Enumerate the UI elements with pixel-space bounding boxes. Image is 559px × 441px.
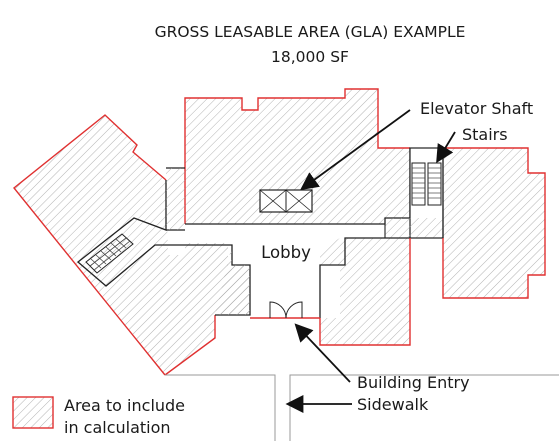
legend-text-line1: Area to include xyxy=(64,396,185,415)
lower-left-area xyxy=(215,245,250,315)
legend-text-line2: in calculation xyxy=(64,418,171,437)
left-wing-gla-outline-bottom xyxy=(164,315,216,376)
diagram-title: GROSS LEASABLE AREA (GLA) EXAMPLE xyxy=(155,23,466,41)
sidewalk-lines xyxy=(165,374,559,441)
entry-doors xyxy=(269,301,303,319)
elevator-shaft-label: Elevator Shaft xyxy=(420,99,533,118)
entry-callout-arrow xyxy=(294,323,351,383)
diagram-subtitle: 18,000 SF xyxy=(271,48,349,66)
legend-swatch xyxy=(12,396,54,429)
lower-right-area xyxy=(320,238,410,345)
corridor-area xyxy=(166,168,185,230)
elevator-callout-arrow xyxy=(300,109,411,191)
stairs-callout-arrow xyxy=(436,131,456,164)
right-stairs xyxy=(411,162,442,206)
lower-right-wall xyxy=(319,237,410,318)
left-wing-gla-outline xyxy=(13,114,167,376)
upper-center-area xyxy=(185,89,410,224)
legend: Area to include in calculation xyxy=(12,396,185,437)
stair-hall-area xyxy=(385,218,443,238)
lobby-label: Lobby xyxy=(261,243,311,262)
elevator-shaft xyxy=(259,189,313,213)
building-entry-label: Building Entry xyxy=(357,373,470,392)
upper-center-gla-outline xyxy=(184,88,410,224)
lower-right-gla-outline xyxy=(319,238,411,346)
right-wing-area xyxy=(443,148,545,298)
right-wing-gla-outline xyxy=(442,147,546,299)
stairs-label: Stairs xyxy=(462,125,508,144)
sidewalk-label: Sidewalk xyxy=(357,395,429,414)
left-stairs xyxy=(85,233,134,274)
